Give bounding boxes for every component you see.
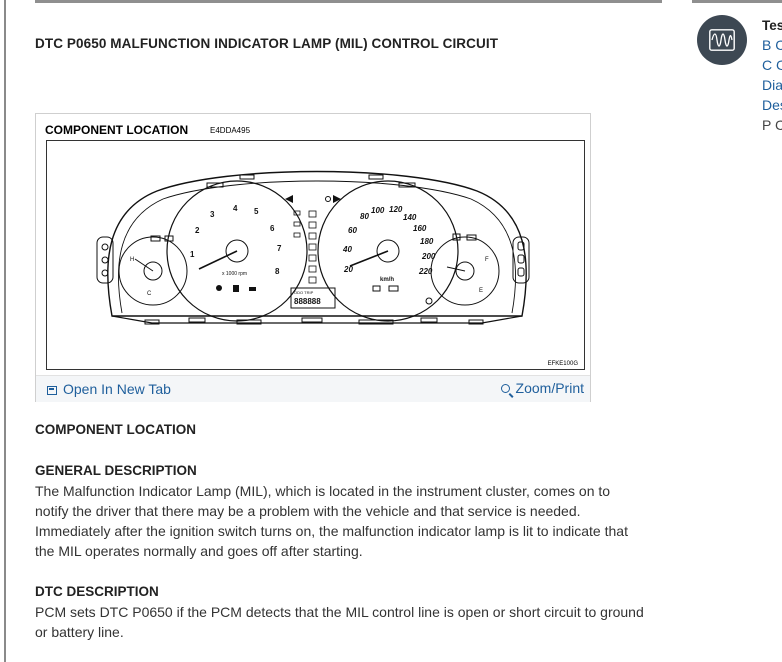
speed-tick: 180 [420,237,434,246]
odo-label: ODO TRIP [294,290,314,295]
speed-tick: 120 [389,205,403,214]
tach-tick: 2 [195,226,200,235]
main-top-divider [35,0,662,3]
cluster-diagram: H C F E 1 2 3 4 5 6 7 8 x 1000 [46,140,585,370]
general-description-text: The Malfunction Indicator Lamp (MIL), wh… [35,481,660,561]
dtc-description-text: PCM sets DTC P0650 if the PCM detects th… [35,602,660,642]
speed-tick: 60 [348,226,357,235]
speed-unit: km/h [380,277,394,283]
document-title: DTC P0650 MALFUNCTION INDICATOR LAMP (MI… [35,36,499,51]
tach-label: x 1000 rpm [222,271,247,277]
tach-tick: 6 [270,224,275,233]
dtc-description-heading: DTC DESCRIPTION [35,584,159,599]
speed-tick: 140 [403,213,417,222]
sidebar-link[interactable]: B C [762,37,782,53]
sidebar-link[interactable]: Des [762,97,782,113]
left-border [4,0,6,662]
tach-tick: 7 [277,244,282,253]
waveform-icon[interactable] [697,15,747,65]
speed-tick: 100 [371,206,385,215]
figure-code: E4DDA495 [210,126,251,135]
svg-text:F: F [485,257,489,263]
svg-text:E: E [479,288,483,294]
sidebar-top-divider [692,0,782,3]
open-in-new-tab-link[interactable]: Open In New Tab [47,381,171,397]
text-line: notify the driver that there may be a pr… [35,503,581,519]
speed-tick: 40 [342,245,352,254]
open-tab-icon [47,386,57,395]
zoom-icon [500,384,510,393]
speed-tick: 160 [413,224,427,233]
svg-text:H: H [130,257,134,263]
figure-image: COMPONENT LOCATION E4DDA495 [36,114,590,375]
odo-display: 888888 [294,297,321,306]
component-location-heading: COMPONENT LOCATION [35,422,196,437]
figure-reference-code: EFKE100G [547,361,578,367]
component-figure: COMPONENT LOCATION E4DDA495 [35,113,591,402]
instrument-cluster-drawing: H C F E 1 2 3 4 5 6 7 8 x 1000 [96,170,530,325]
sidebar-heading: Tes [762,18,782,33]
speed-tick: 220 [418,267,433,276]
figure-header: COMPONENT LOCATION [45,123,189,137]
zoom-print-label: Zoom/Print [515,380,584,396]
open-in-new-tab-label: Open In New Tab [63,381,171,397]
text-line: or battery line. [35,624,124,640]
tach-tick: 3 [210,210,215,219]
text-line: Immediately after the ignition switch tu… [35,523,628,539]
sidebar-text: P C [762,117,782,133]
tach-tick: 5 [254,207,259,216]
speed-tick: 80 [360,212,369,221]
sidebar-link[interactable]: C C [762,57,782,73]
general-description-heading: GENERAL DESCRIPTION [35,463,197,478]
waveform-glyph [709,29,735,51]
tach-tick: 4 [233,204,238,213]
text-line: the MIL operates normally and goes off a… [35,543,363,559]
text-line: The Malfunction Indicator Lamp (MIL), wh… [35,483,611,499]
speed-tick: 20 [343,265,353,274]
sidebar-link[interactable]: Dia [762,77,782,93]
text-line: PCM sets DTC P0650 if the PCM detects th… [35,604,644,620]
speed-tick: 200 [421,252,436,261]
svg-text:C: C [147,291,152,297]
tach-tick: 8 [275,267,280,276]
tach-tick: 1 [190,250,195,259]
zoom-print-link[interactable]: Zoom/Print [500,380,584,396]
figure-toolbar: Open In New Tab Zoom/Print [36,375,590,402]
